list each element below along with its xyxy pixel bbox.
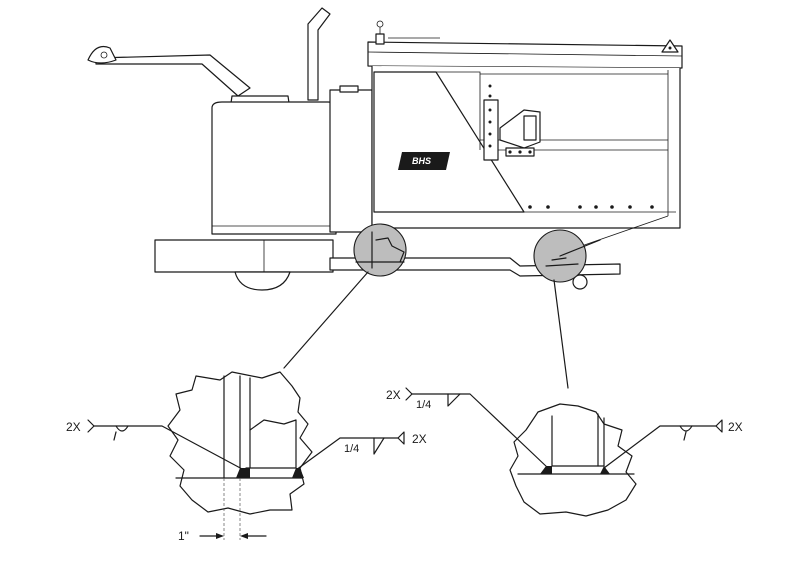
weld-zone-right (533, 229, 601, 283)
detail-left: 2X 1/4 2X 1" (66, 371, 427, 543)
weld-zone-left (353, 223, 407, 277)
logo: BHS (398, 152, 450, 170)
weld-qty-label: 2X (386, 388, 401, 402)
detail-right: 2X 1/4 2X (386, 387, 743, 517)
mechanism (483, 84, 541, 161)
weld-qty-label-right: 2X (412, 432, 427, 446)
weld-qty-label: 2X (66, 420, 81, 434)
logo-text: BHS (412, 156, 431, 166)
weld-symbol-right-1: 2X 1/4 (386, 387, 549, 469)
leader-left (283, 271, 369, 369)
leader-right (553, 279, 569, 389)
weld-symbol-left-1: 2X (66, 419, 245, 471)
weld-size-label: 1/4 (344, 443, 359, 455)
machine-illustration: BHS (87, 7, 683, 389)
bolt-row (528, 205, 654, 209)
tank (211, 95, 337, 235)
steering-post (307, 7, 331, 101)
dimension-1in: 1" (178, 529, 267, 543)
weld-symbol-right-2: 2X (603, 419, 743, 469)
weld-size-label: 1/4 (416, 399, 431, 411)
weld-qty-label-right: 2X (728, 420, 743, 434)
lower-base (154, 239, 334, 291)
hood-panel (373, 71, 525, 213)
dimension-label: 1" (178, 529, 189, 543)
control-box (329, 85, 373, 233)
handle-bar (87, 45, 251, 97)
weld-symbol-left-2: 1/4 2X (295, 431, 427, 471)
